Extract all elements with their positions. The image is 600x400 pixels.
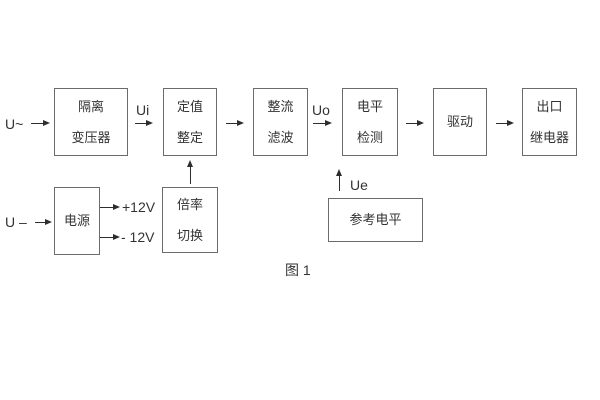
ui-signal-arrow <box>135 120 153 126</box>
plus12v-arrow <box>100 204 120 210</box>
ue-signal-label: Ue <box>350 177 368 193</box>
block-label-line: 滤波 <box>267 130 294 145</box>
block-label-line: 定值 <box>176 99 203 114</box>
block-driver: 驱动 <box>433 88 487 156</box>
ue-signal-arrow <box>336 169 342 191</box>
dc-input-arrow <box>35 219 52 225</box>
block-reference-level: 参考电平 <box>328 198 423 242</box>
block-label-line: 倍率 <box>176 197 203 212</box>
block-label-line: 电源 <box>63 213 90 228</box>
block-isolation-transformer: 隔离 变压器 <box>54 88 128 156</box>
minus12v-label: - 12V <box>121 229 155 245</box>
minus12v-arrow <box>100 234 120 240</box>
block-label-line: 出口 <box>536 99 563 114</box>
uo-signal-arrow <box>313 120 332 126</box>
setpoint-to-rectifier-arrow <box>226 120 244 126</box>
block-label-line: 电平 <box>356 99 383 114</box>
dc-input-label: U – <box>5 214 27 230</box>
block-power-supply: 电源 <box>54 187 100 255</box>
block-rectify-filter: 整流 滤波 <box>253 88 308 156</box>
block-label-line: 隔离 <box>77 99 104 114</box>
uo-signal-label: Uo <box>312 102 330 118</box>
block-label-line: 变压器 <box>71 130 111 145</box>
block-label-line: 驱动 <box>446 114 473 129</box>
block-level-detect: 电平 检测 <box>342 88 398 156</box>
block-label-line: 整流 <box>267 99 294 114</box>
block-label-line: 切换 <box>176 228 203 243</box>
detect-to-driver-arrow <box>406 120 424 126</box>
block-setpoint-adjust: 定值 整定 <box>163 88 217 156</box>
driver-to-relay-arrow <box>496 120 514 126</box>
block-output-relay: 出口 继电器 <box>522 88 577 156</box>
block-label-line: 继电器 <box>529 130 569 145</box>
figure-caption: 图 1 <box>285 262 311 278</box>
block-label-line: 检测 <box>356 130 383 145</box>
ui-signal-label: Ui <box>136 102 150 118</box>
ratio-to-setpoint-arrow <box>187 160 193 184</box>
block-label-line: 整定 <box>176 130 203 145</box>
ac-input-label: U~ <box>5 116 24 132</box>
block-ratio-switch: 倍率 切换 <box>162 187 218 253</box>
block-label-line: 参考电平 <box>349 212 402 227</box>
ac-input-arrow <box>31 120 50 126</box>
plus12v-label: +12V <box>122 199 156 215</box>
